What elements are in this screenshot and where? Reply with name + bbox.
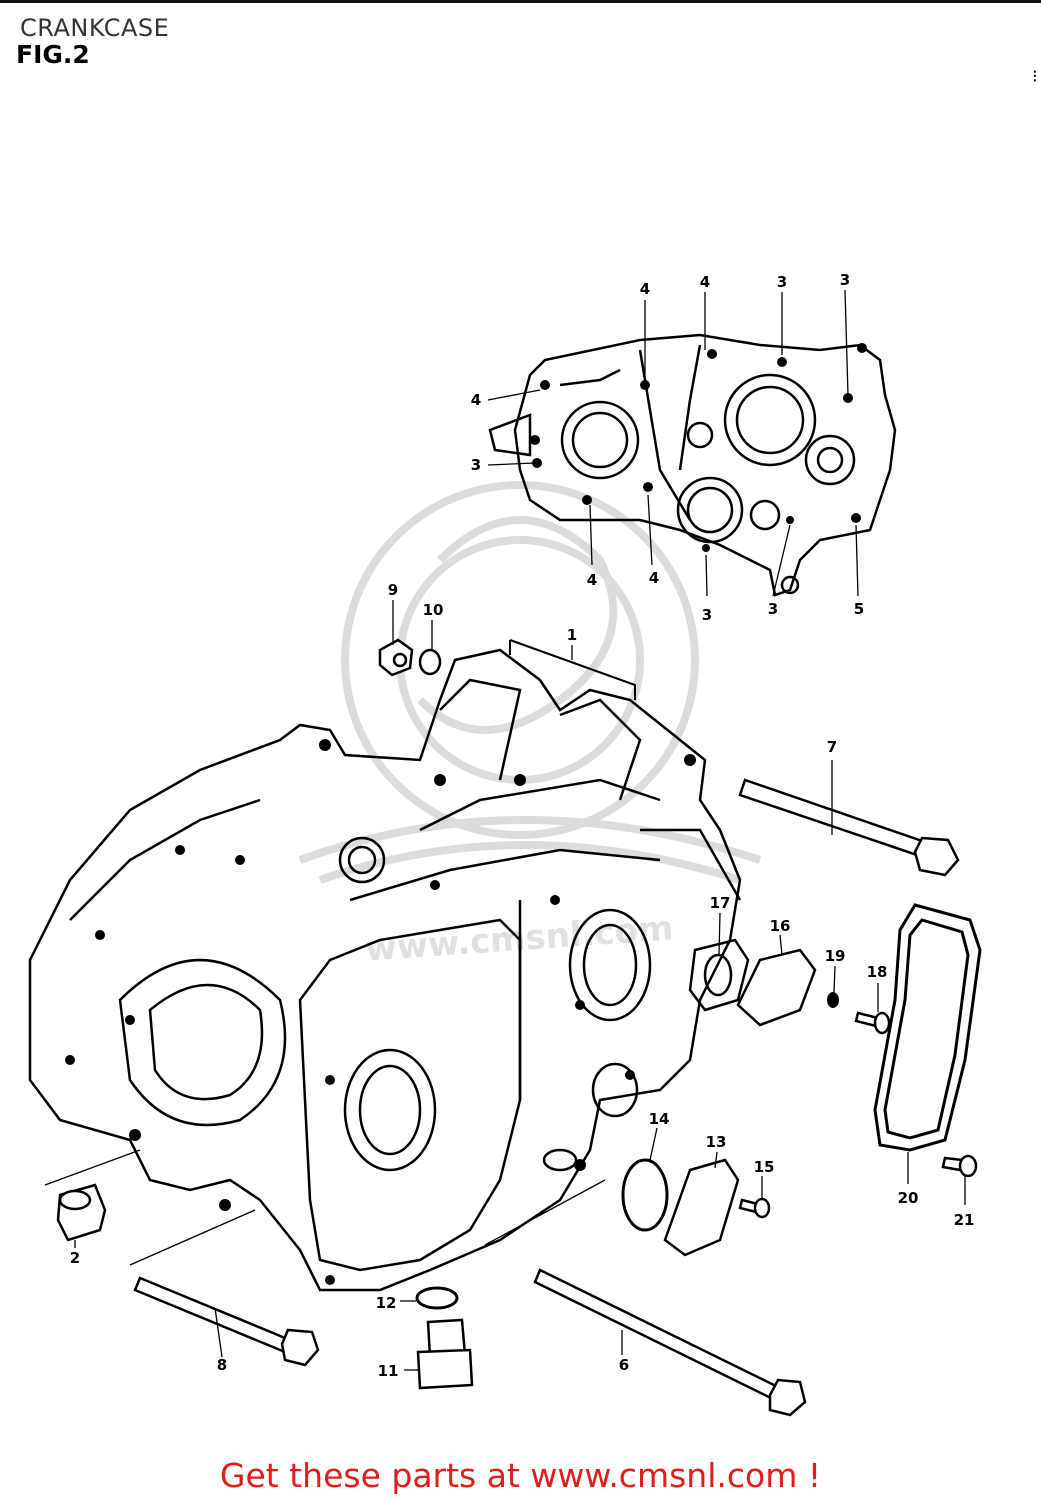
callout-18: 18 [867,963,888,981]
page-title: CRANKCASE [20,14,170,42]
part-7-bolt [738,778,960,877]
part-14-o-ring [621,1158,669,1232]
callout-labels: 1 2 3 3 3 3 3 4 4 4 4 4 5 6 7 8 9 10 11 … [70,271,975,1380]
get-parts-link[interactable]: Get these parts at www.cmsnl.com ! [219,1456,822,1495]
part-21-bolt [941,1154,978,1178]
callout-3-top-b: 3 [840,271,850,289]
callout-21: 21 [954,1211,975,1229]
callout-4-left: 4 [471,391,481,409]
main-case-bolt-holes [65,739,696,1285]
callout-11: 11 [378,1362,399,1380]
gasket-outline [509,639,636,700]
part-9-nut [378,638,414,677]
callout-17: 17 [710,894,731,912]
callout-3-left: 3 [471,456,481,474]
part-11-drain-plug [416,1318,474,1390]
part-6-bolt [533,1268,807,1417]
part-8-bolt [133,1276,320,1367]
callout-14: 14 [649,1110,670,1128]
callout-4-top-a: 4 [640,280,650,298]
callout-19: 19 [825,947,846,965]
watermark-logo [298,481,762,884]
callout-3-top-a: 3 [777,273,787,291]
crankcase-main [28,648,742,1292]
part-17-gasket [688,938,750,1012]
callout-4-top-b: 4 [700,273,710,291]
figure-label: FIG.2 [16,40,90,69]
part-20-cover-gasket [873,903,982,1152]
callout-1: 1 [567,626,577,644]
callout-4-bottom-a: 4 [587,571,597,589]
crankcase-half-upper [488,333,897,597]
callout-13: 13 [706,1133,727,1151]
callout-6: 6 [619,1356,629,1374]
callout-3-bottom-a: 3 [702,606,712,624]
part-18-screw [854,1011,891,1035]
callout-8: 8 [217,1356,227,1374]
part-10-washer [418,648,442,676]
callout-15: 15 [754,1158,775,1176]
callout-4-bottom-b: 4 [649,569,659,587]
callout-9: 9 [388,581,398,599]
callout-2: 2 [70,1249,80,1267]
callout-5: 5 [854,600,864,618]
top-rule [0,0,1041,3]
callout-20: 20 [898,1189,919,1207]
callout-10: 10 [423,601,444,619]
part-13-cap [663,1158,740,1257]
callout-12: 12 [376,1294,397,1312]
callout-3-bottom-b: 3 [768,600,778,618]
callout-16: 16 [770,917,791,935]
part-19-washer [827,992,839,1008]
part-16-cover [736,948,817,1027]
upper-case-bolt-holes [530,343,867,552]
part-15-screw [738,1197,771,1219]
leader-lines [44,289,966,1371]
part-2-dowel [56,1183,107,1242]
part-12-washer [415,1286,459,1310]
corner-mark: ⁝ [1032,66,1038,87]
callout-7: 7 [827,738,837,756]
